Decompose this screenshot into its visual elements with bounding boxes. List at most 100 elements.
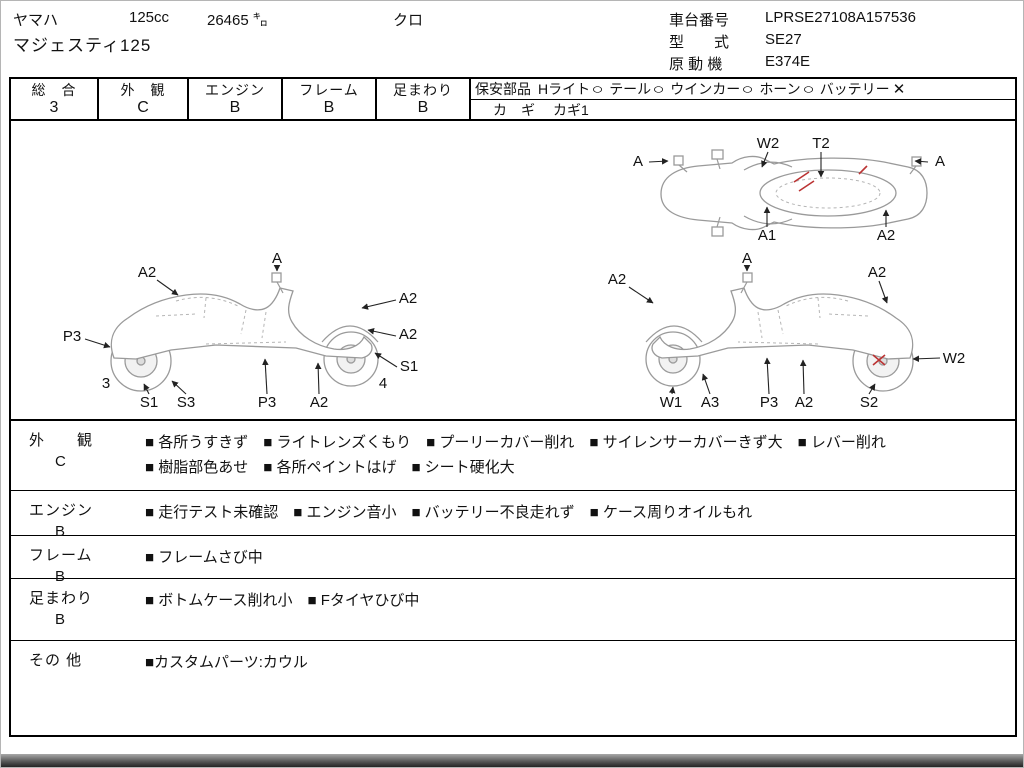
damage-code-label: P3	[63, 328, 81, 345]
diagram-top-view: A W2 T2 A A1 A2	[633, 136, 945, 244]
red-damage-marks	[872, 354, 886, 366]
safety-item-battery: バッテリー✕	[820, 79, 906, 99]
comment-content: ■ フレームさび中	[137, 536, 1015, 578]
winker-ok-mark: ○	[741, 80, 754, 98]
comment-label: 足まわり B	[11, 579, 137, 640]
comments-section: 外 観 C ■ 各所うすきず ■ ライトレンズくもり ■ プーリーカバー削れ ■…	[11, 421, 1015, 735]
grade-label: 外 観	[120, 82, 166, 98]
damage-code-label: W1	[660, 394, 683, 411]
grade-row: 総 合 3 外 観 C エンジン B フレーム B 足まわり B 保安部品	[11, 79, 1015, 121]
comment-line: ■ フレームさび中	[145, 549, 263, 566]
comment-line: ■ 各所うすきず ■ ライトレンズくもり ■ プーリーカバー削れ ■ サイレンサ…	[145, 434, 886, 451]
damage-code-label: T2	[812, 136, 830, 152]
damage-code-label: 4	[379, 375, 387, 392]
comment-row-other: その 他 ■カスタムパーツ:カウル	[11, 641, 1015, 735]
grade-cell-overall: 総 合 3	[11, 79, 99, 119]
safety-item-winker: ウインカー○	[670, 79, 754, 99]
maker: ヤマハ	[13, 12, 59, 29]
grade-value: 3	[49, 99, 59, 116]
comment-line: ■ 走行テスト未確認 ■ エンジン音小 ■ バッテリー不良走れず ■ ケース周り…	[145, 504, 753, 521]
comment-row-engine: エンジン B ■ 走行テスト未確認 ■ エンジン音小 ■ バッテリー不良走れず …	[11, 491, 1015, 540]
damage-code-label: A2	[399, 290, 417, 307]
comment-label-text: その 他	[29, 652, 83, 669]
grade-cell-undercarriage: 足まわり B	[377, 79, 471, 119]
safety-item-name: ホーン	[759, 81, 801, 97]
grade-cell-exterior: 外 観 C	[99, 79, 189, 119]
damage-code-label: S2	[860, 394, 878, 411]
chassis-number: LPRSE27108A157536	[765, 9, 916, 26]
comment-row-exterior: 外 観 C ■ 各所うすきず ■ ライトレンズくもり ■ プーリーカバー削れ ■…	[11, 421, 1015, 491]
damage-code-label: S1	[140, 394, 158, 411]
grade-cell-frame: フレーム B	[283, 79, 377, 119]
safety-parts-cell: 保安部品 Hライト○ テール○ ウインカー○ ホーン○ バッテリー✕ カ ギ カ…	[471, 79, 1015, 119]
engine-label: 原 動 機	[669, 56, 723, 73]
diagram-right-side-view: A2 A A2 W2 W1 A3 P3 A2 S2	[608, 250, 966, 411]
grade-value: C	[137, 99, 149, 116]
grade-value: B	[417, 99, 429, 116]
damage-code-label: A2	[795, 394, 813, 411]
safety-item-tail: テール○	[609, 79, 665, 99]
comment-grade: B	[55, 611, 67, 628]
scan-artifact-band	[1, 754, 1023, 767]
grade-value: B	[229, 99, 241, 116]
grade-label: 総 合	[31, 82, 77, 98]
safety-item-horn: ホーン○	[759, 79, 815, 99]
damage-code-label: W2	[757, 136, 780, 152]
chassis-label: 車台番号	[669, 12, 730, 29]
comment-label: フレーム B	[11, 536, 137, 585]
tail-ok-mark: ○	[652, 80, 665, 98]
grade-label: エンジン	[205, 82, 265, 98]
comment-content: ■ 各所うすきず ■ ライトレンズくもり ■ プーリーカバー削れ ■ サイレンサ…	[137, 421, 1015, 490]
type-value: SE27	[765, 31, 802, 48]
headlight-ok-mark: ○	[591, 80, 604, 98]
mileage: 26465 ㌔	[207, 9, 268, 30]
damage-code-label: 3	[102, 375, 110, 392]
damage-code-label: P3	[760, 394, 778, 411]
damage-code-label: S1	[400, 358, 418, 375]
comment-label: その 他	[11, 641, 137, 735]
damage-code-label: A2	[310, 394, 328, 411]
grade-cell-engine: エンジン B	[189, 79, 283, 119]
grade-label: 足まわり	[393, 82, 453, 98]
safety-parts-label: 保安部品	[475, 81, 531, 97]
damage-code-label: A	[633, 153, 643, 170]
damage-code-label: A1	[758, 227, 776, 244]
comment-content: ■カスタムパーツ:カウル	[137, 641, 1015, 735]
displacement: 125cc	[129, 9, 170, 26]
damage-code-label: P3	[258, 394, 276, 411]
comment-content: ■ 走行テスト未確認 ■ エンジン音小 ■ バッテリー不良走れず ■ ケース周り…	[137, 491, 1015, 535]
damage-code-label: A	[272, 250, 282, 267]
damage-diagrams: A W2 T2 A A1 A2	[11, 121, 1015, 421]
comment-grade: B	[55, 523, 67, 540]
grade-label: フレーム	[299, 82, 359, 98]
grade-value: B	[323, 99, 335, 116]
sheet-frame: 総 合 3 外 観 C エンジン B フレーム B 足まわり B 保安部品	[9, 77, 1017, 737]
damage-code-label: A3	[701, 394, 719, 411]
comment-label-text: 外 観	[29, 432, 94, 449]
comment-line: ■ ボトムケース削れ小 ■ Fタイヤひび中	[145, 592, 420, 609]
comment-grade: C	[55, 453, 67, 470]
damage-code-label: S3	[177, 394, 195, 411]
damage-code-label: A	[935, 153, 945, 170]
comment-label-text: 足まわり	[29, 590, 94, 607]
comment-line: ■カスタムパーツ:カウル	[145, 654, 308, 671]
type-label: 型 式	[669, 34, 730, 51]
damage-code-label: A2	[399, 326, 417, 343]
safety-item-name: Hライト	[538, 81, 591, 97]
comment-label: 外 観 C	[11, 421, 137, 490]
comment-grade: B	[55, 568, 67, 585]
diagram-left-side-view: A2 A A2 P3 A2 S1 3 S1 S3 P3 A2 4	[63, 250, 418, 411]
color: クロ	[393, 12, 424, 29]
damage-code-label: A2	[877, 227, 895, 244]
comment-label-text: フレーム	[29, 547, 93, 564]
safety-item-headlight: Hライト○	[538, 79, 604, 99]
mileage-unit: ㌔	[252, 12, 268, 29]
comment-label: エンジン B	[11, 491, 137, 540]
damage-code-label: A2	[608, 271, 626, 288]
model-name: マジェスティ125	[13, 36, 152, 55]
safety-parts-row: 保安部品 Hライト○ テール○ ウインカー○ ホーン○ バッテリー✕	[471, 79, 1015, 100]
damage-code-label: W2	[943, 350, 966, 367]
horn-ok-mark: ○	[802, 80, 815, 98]
safety-item-name: ウインカー	[670, 81, 741, 97]
